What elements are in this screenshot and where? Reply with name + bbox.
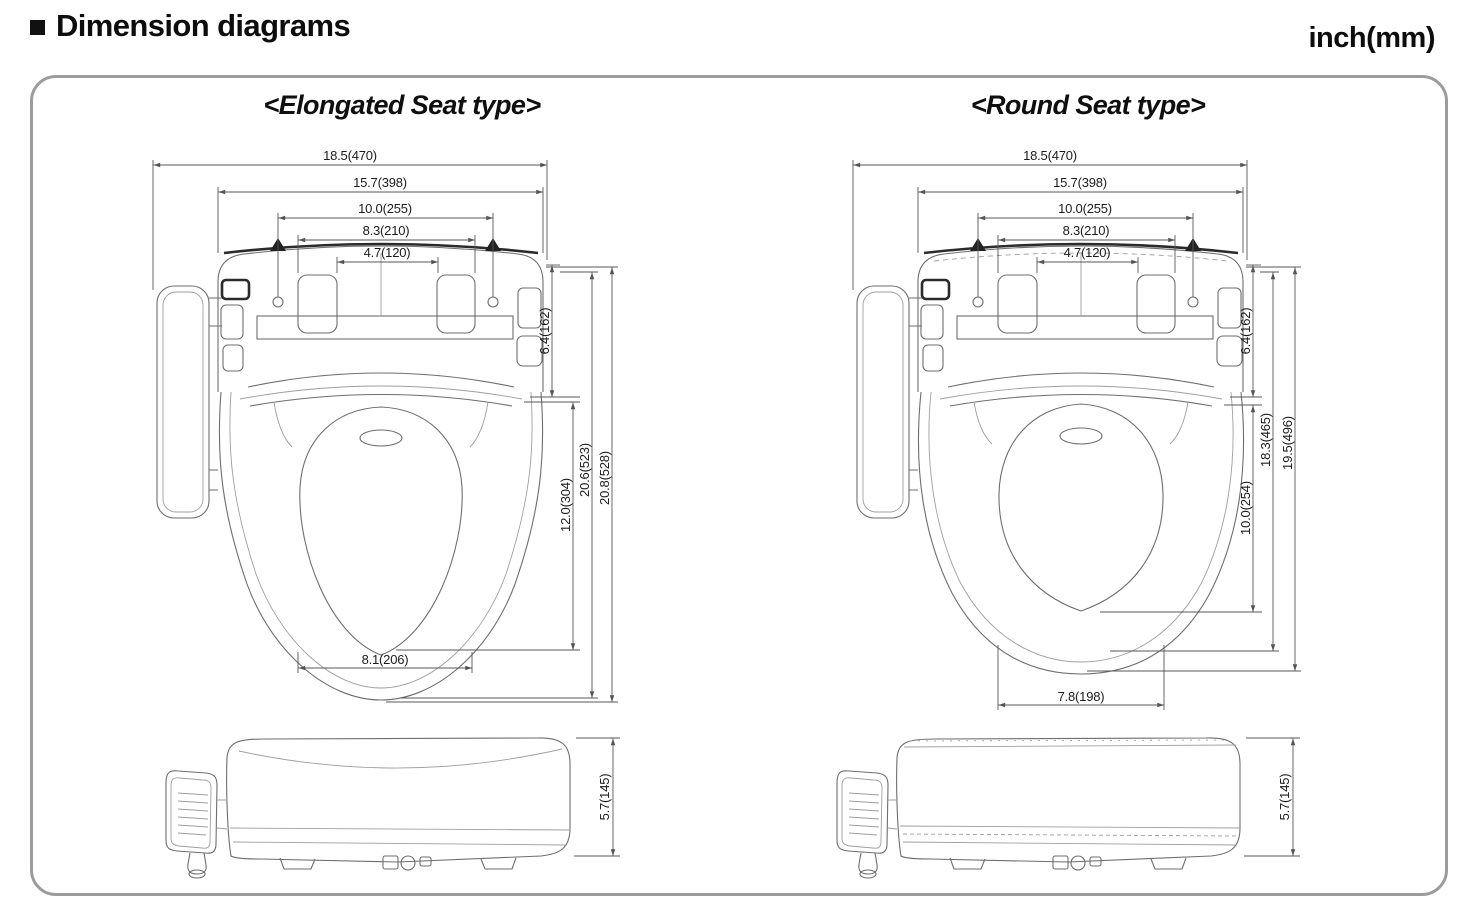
dim-label: 10.0(255) xyxy=(358,201,412,216)
round-right-dimensions: 6.4(162) 10.0(254) 18.3(465) 19.5(496) xyxy=(1087,264,1301,672)
dim-label: 4.7(120) xyxy=(1064,245,1111,260)
dim-label: 20.6(523) xyxy=(577,443,592,497)
page-title: Dimension diagrams xyxy=(56,8,351,43)
dim-label: 20.8(528) xyxy=(597,451,612,505)
dim-label: 15.7(398) xyxy=(1053,175,1107,190)
dim-label: 19.5(496) xyxy=(1280,416,1295,470)
dim-label: 18.3(465) xyxy=(1258,413,1273,467)
round-top-dimensions: 18.5(470) 15.7(398) 10.0(255) 8.3(210) 4… xyxy=(852,148,1248,297)
dim-label: 5.7(145) xyxy=(1277,774,1292,821)
dim-label: 18.5(470) xyxy=(1023,148,1077,163)
section-header: Dimension diagrams xyxy=(30,8,351,44)
pod-grill-icon xyxy=(177,792,209,836)
mount-plate xyxy=(956,315,1214,340)
side-panel-drawing xyxy=(156,285,222,519)
dim-label: 8.3(210) xyxy=(1063,223,1110,238)
round-bottom-dimension: 7.8(198) xyxy=(997,645,1165,710)
round-title: <Round Seat type> xyxy=(970,90,1206,120)
dim-label: 18.5(470) xyxy=(323,148,377,163)
dim-label: 12.0(304) xyxy=(558,478,573,532)
section-bullet-icon xyxy=(30,20,45,35)
mount-slot xyxy=(436,274,476,334)
dim-label: 6.4(162) xyxy=(537,308,552,355)
dim-label: 7.8(198) xyxy=(1058,689,1105,704)
elongated-right-dimensions: 6.4(162) 12.0(304) 20.6(523) 20.8(528) xyxy=(386,264,618,703)
control-pod-drawing xyxy=(165,770,228,879)
screw-hole xyxy=(487,296,499,308)
dim-label: 8.1(206) xyxy=(362,652,409,667)
pod-grill-icon xyxy=(848,792,880,836)
control-pod-drawing xyxy=(836,770,898,879)
elongated-top-dimensions: 18.5(470) 15.7(398) 10.0(255) 8.3(210) 4… xyxy=(152,148,548,297)
round-side-dimension: 5.7(145) xyxy=(1244,737,1300,857)
nozzle-cap xyxy=(1059,427,1103,445)
dim-label: 6.4(162) xyxy=(1238,308,1253,355)
dim-label: 10.0(255) xyxy=(1058,201,1112,216)
screw-hole xyxy=(1187,296,1199,308)
mount-plate xyxy=(256,315,514,340)
round-top-view-drawing xyxy=(856,238,1245,675)
elongated-side-dimension: 5.7(145) xyxy=(574,737,620,857)
mount-slot xyxy=(1136,274,1176,334)
elongated-top-view-drawing xyxy=(156,238,544,701)
nozzle-cap xyxy=(359,429,403,447)
dim-label: 10.0(254) xyxy=(1238,481,1253,535)
round-side-view-drawing xyxy=(836,737,1241,879)
units-label: inch(mm) xyxy=(1308,22,1436,54)
dim-label: 5.7(145) xyxy=(597,774,612,821)
dim-label: 4.7(120) xyxy=(364,245,411,260)
dim-label: 15.7(398) xyxy=(353,175,407,190)
elongated-title: <Elongated Seat type> xyxy=(263,90,542,120)
elongated-diagram: 18.5(470) 15.7(398) 10.0(255) 8.3(210) 4… xyxy=(152,148,620,879)
mount-slot xyxy=(997,274,1038,334)
mount-slot xyxy=(297,274,338,334)
elongated-bottom-dimension: 8.1(206) xyxy=(297,652,473,673)
diagram-frame xyxy=(30,75,1448,896)
screw-hole xyxy=(272,296,284,308)
dim-label: 8.3(210) xyxy=(363,223,410,238)
elongated-side-view-drawing xyxy=(165,737,571,879)
screw-hole xyxy=(972,296,984,308)
side-panel-drawing xyxy=(856,285,922,519)
round-diagram: 18.5(470) 15.7(398) 10.0(255) 8.3(210) 4… xyxy=(836,148,1301,879)
